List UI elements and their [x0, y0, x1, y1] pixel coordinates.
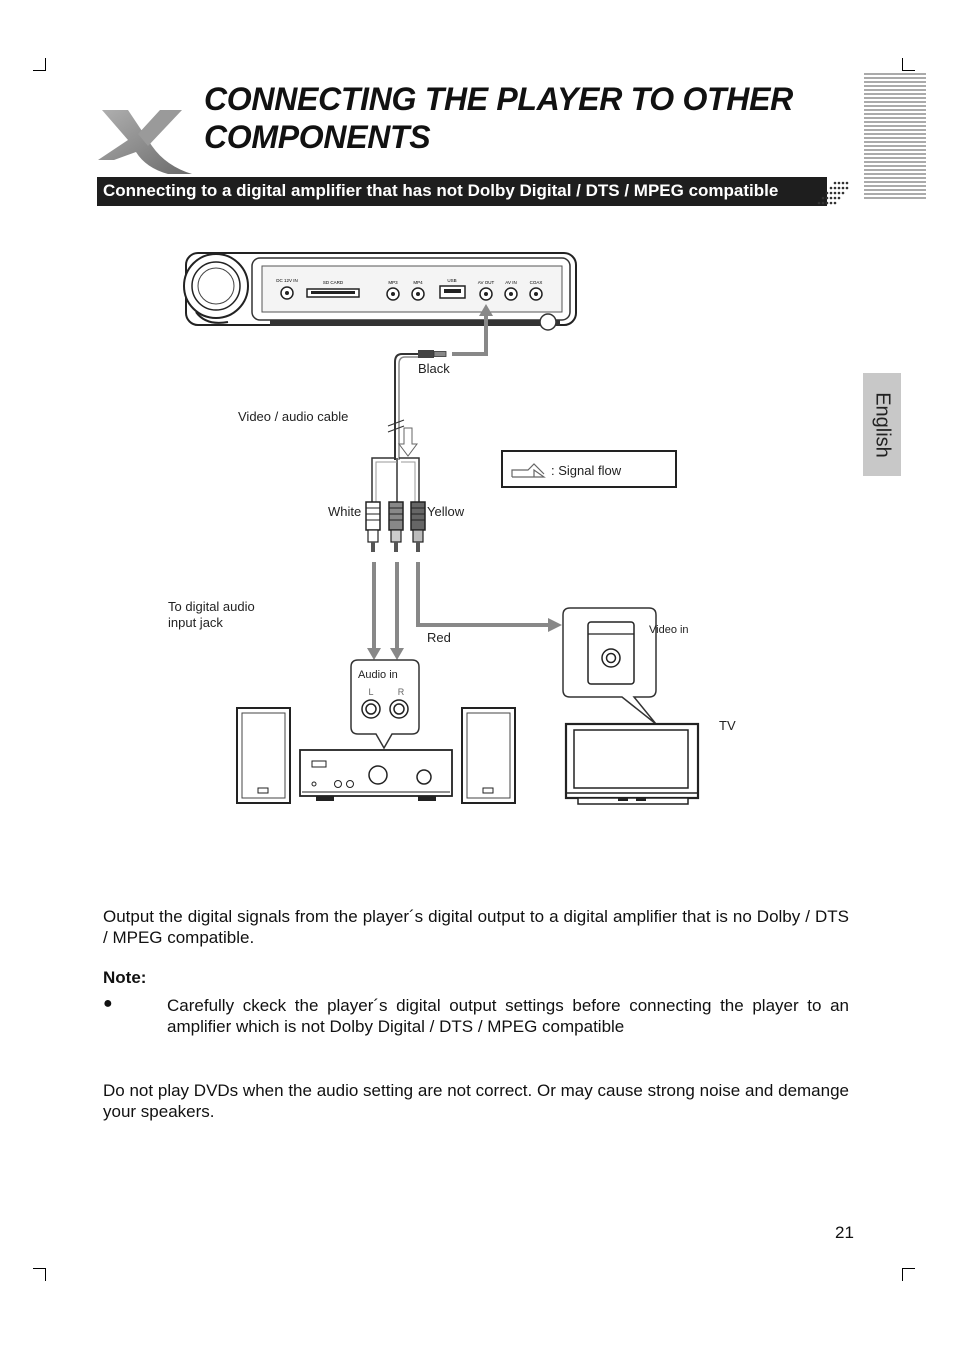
banner-dot-pattern [817, 181, 849, 205]
label-video-in: Video in [649, 624, 689, 636]
bullet-marker: ● [103, 995, 113, 1012]
section-banner: Connecting to a digital amplifier that h… [97, 177, 827, 206]
port-label-dc: DC 12V IN [276, 278, 298, 283]
label-to-digital: To digital audio [168, 599, 255, 614]
port-label-mp3: MP3 [388, 280, 398, 285]
label-signal-flow: : Signal flow [551, 463, 622, 478]
language-tab-label: English [871, 391, 894, 458]
tv-illustration [564, 722, 700, 805]
av-cable [365, 350, 447, 552]
label-black: Black [418, 361, 450, 376]
decorative-line-stack [864, 73, 926, 199]
port-label-sd: SD CARD [323, 280, 344, 285]
page-number: 21 [835, 1223, 854, 1242]
label-red: Red [427, 630, 451, 645]
note-bullet-text: Carefully ckeck the player´s digital out… [167, 996, 849, 1036]
paragraph-output-digital: Output the digital signals from the play… [103, 907, 849, 947]
crop-mark-top-right [902, 58, 915, 71]
right-speaker [461, 707, 516, 804]
port-label-av-in: AV IN [505, 280, 516, 285]
right-channel-label: R [398, 687, 405, 697]
port-label-mp4: MP4 [413, 280, 423, 285]
section-banner-text: Connecting to a digital amplifier that h… [103, 181, 779, 200]
crop-mark-bottom-left [33, 1268, 46, 1281]
label-white: White [328, 504, 362, 519]
left-speaker [236, 707, 291, 804]
brand-logo-x [98, 110, 192, 174]
label-tv: TV [719, 718, 736, 733]
connection-diagram: DC 12V IN SD CARD MP3 MP4 USB AV OUT AV … [183, 252, 700, 805]
video-in-callout [562, 607, 657, 725]
page-title: CONNECTING THE PLAYER TO OTHER COMPONENT… [204, 81, 793, 155]
port-label-usb: USB [447, 278, 456, 283]
amplifier-illustration [299, 749, 453, 801]
paragraph-warning: Do not play DVDs when the audio setting … [103, 1081, 849, 1121]
port-label-av-out: AV OUT [478, 280, 495, 285]
label-yellow: Yellow [427, 504, 465, 519]
port-label-coax: COAX [530, 280, 543, 285]
crop-mark-top-left [33, 58, 46, 71]
label-cable: Video / audio cable [238, 409, 349, 424]
left-channel-label: L [368, 687, 373, 697]
crop-mark-bottom-right [902, 1268, 915, 1281]
note-label: Note: [103, 968, 147, 987]
label-audio-in: Audio in [358, 669, 398, 681]
label-input-jack: input jack [168, 615, 223, 630]
language-tab[interactable]: English [863, 373, 901, 476]
audio-in-callout: L R [350, 659, 420, 750]
dvd-player-illustration: DC 12V IN SD CARD MP3 MP4 USB AV OUT AV … [183, 252, 577, 331]
